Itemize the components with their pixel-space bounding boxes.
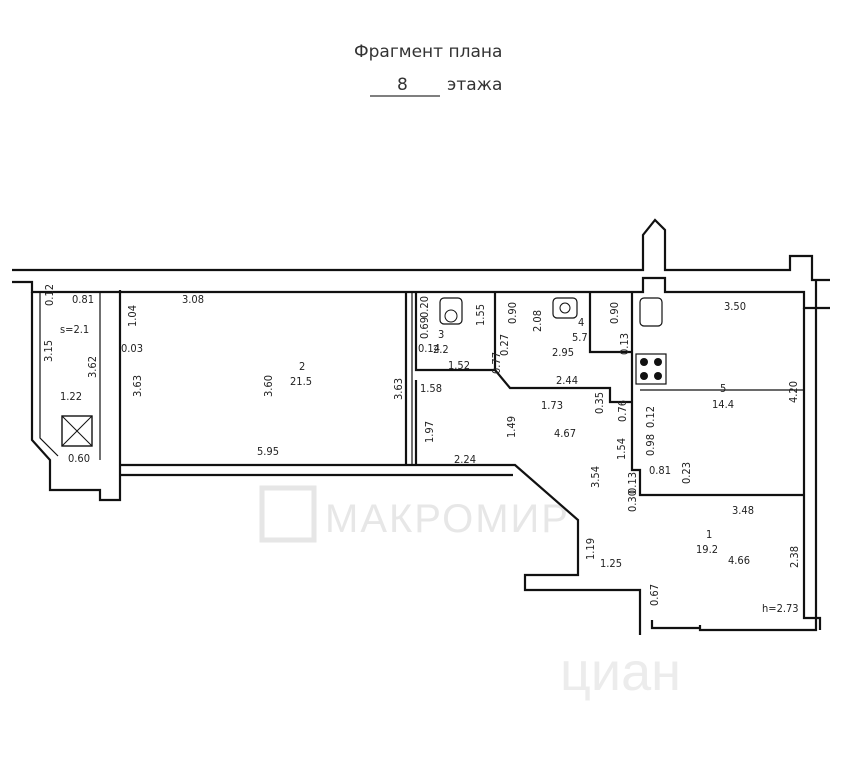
stove-icon [635,353,667,385]
dimension-label: 0.12 [644,406,657,428]
watermark-agency: МАКРОМИР [259,485,570,543]
dimension-label: 0.23 [680,462,693,484]
sink-basin-icon [559,302,571,314]
room-2: 2 21.5 [290,360,312,388]
dimension-label: 2.08 [531,310,544,332]
dimension-label: 0.13 [618,333,631,355]
watermark-logo-icon [259,485,317,543]
dimension-label: 0.81 [72,293,94,306]
room-area: 14.4 [712,398,734,411]
dimension-label: 0.35 [593,392,606,414]
dimension-label: 0.60 [68,452,90,465]
toilet-icon [439,297,463,325]
dimension-label: 2.44 [556,374,578,387]
dimension-label: 0.98 [644,434,657,456]
stove-burner-icon [654,358,662,366]
dimension-label: 2.38 [788,546,801,568]
dimension-label: 1.22 [60,390,82,403]
dimension-label: 0.69 [418,317,431,339]
room-5: 5 14.4 [712,382,734,411]
dimension-label: 0.30 [626,490,639,512]
interior-walls [404,292,804,497]
watermark-site-text: циан [560,642,681,702]
dimension-label: 3.48 [732,504,754,517]
dimension-label: 0.03 [121,342,143,355]
balcony-area: s=2.1 [60,323,89,336]
room-area: 21.5 [290,375,312,388]
dimension-label: 3.15 [42,340,55,362]
plan-title-suffix: этажа [447,75,502,95]
dimension-labels: 3.08 0.81 0.03 1.22 0.60 5.95 0.14 1.52 … [42,284,801,606]
dimension-label: 0.27 [498,334,511,356]
stove-burner-icon [640,358,648,366]
dimension-label: 1.97 [423,421,436,443]
dimension-label: 0.13 [626,472,639,494]
dimension-label: 2.24 [454,453,476,466]
room-number: 4 [578,316,584,329]
watermark-agency-text: МАКРОМИР [325,497,570,541]
room-1: 1 19.2 [696,528,718,556]
floor-number: 8 [397,75,408,95]
dimension-label: 0.81 [649,464,671,477]
dimension-label: 3.54 [589,466,602,488]
dimension-label: 0.76 [616,400,629,422]
dimension-label: 3.63 [392,378,405,400]
stove-burner-icon [654,372,662,380]
dimension-label: 0.14 [418,342,440,355]
plan-title: Фрагмент плана [354,42,502,62]
dimension-label: 0.20 [418,296,431,318]
room-number: 1 [706,528,712,541]
room-number: 3 [438,328,444,341]
dimension-label: 3.62 [86,356,99,378]
ventilation-shaft-icon [61,415,93,447]
dimension-label: 3.60 [262,375,275,397]
room-number: 2 [299,360,305,373]
dimension-label: 2.95 [552,346,574,359]
sink-icon [552,297,578,319]
ceiling-height: h=2.73 [762,602,799,615]
fixtures [61,297,667,447]
room-3: 3 2.2 [433,328,449,356]
dimension-label: 3.63 [131,375,144,397]
bathroom-sink-icon [639,297,663,327]
dimension-label: 1.73 [541,399,563,412]
dimension-label: 4.20 [787,381,800,403]
dimension-label: 0.67 [648,584,661,606]
exterior-walls [12,218,830,635]
dimension-label: 0.77 [490,352,503,374]
dimension-label: 3.08 [182,293,204,306]
dimension-label: 1.04 [126,305,139,327]
dimension-label: 4.67 [554,427,576,440]
stove-burner-icon [640,372,648,380]
dimension-label: 1.52 [448,359,470,372]
dimension-label: 0.90 [506,302,519,324]
room-4: 4 5.7 [572,316,588,344]
dimension-label: 5.95 [257,445,279,458]
room-area: 19.2 [696,543,718,556]
dimension-label: 4.66 [728,554,750,567]
room-area: 2.2 [433,343,449,356]
dimension-label: 0.90 [608,302,621,324]
dimension-label: 1.54 [615,438,628,460]
toilet-bowl-icon [444,309,458,323]
dimension-label: 1.25 [600,557,622,570]
dimension-label: 0.12 [43,284,56,306]
dimension-label: 1.55 [474,304,487,326]
room-number: 5 [720,382,726,395]
room-area: 5.7 [572,331,588,344]
dimension-label: 1.58 [420,382,442,395]
dimension-label: 1.49 [505,416,518,438]
dimension-label: 1.19 [584,538,597,560]
dimension-label: 3.50 [724,300,746,313]
